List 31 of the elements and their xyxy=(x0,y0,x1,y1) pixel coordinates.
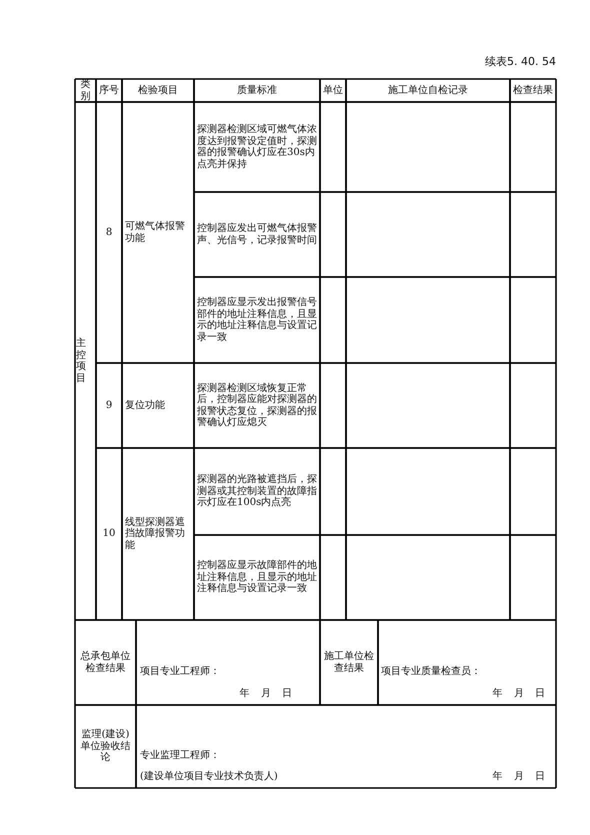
date-field: 年 月 日 xyxy=(492,688,545,700)
quality-standard: 探测器检测区域可燃气体浓度达到报警设定值时，探测器的报警确认灯应在30s内点亮并保持 xyxy=(197,124,317,170)
quality-standard: 探测器检测区域恢复正常后，控制器应能对探测器的报警状态复位，探测器的报警确认灯应熄灭 xyxy=(197,382,317,428)
section-label: 施工单位检查结果 xyxy=(323,651,375,674)
signature-field-label: 项目专业质量检查员： xyxy=(381,666,481,678)
column-header: 质量标准 xyxy=(237,84,277,96)
quality-standard: 控制器应发出可燃气体报警声、光信号，记录报警时间 xyxy=(197,223,317,246)
date-field: 年 月 日 xyxy=(492,771,545,783)
quality-standard: 探测器的光路被遮挡后，探测器或其控制装置的故障指示灯应在100s内点亮 xyxy=(197,474,317,509)
category-label: 主控项目 xyxy=(76,338,87,384)
date-field: 年 月 日 xyxy=(240,688,292,700)
row-number: 10 xyxy=(102,528,116,540)
column-header: 序号 xyxy=(99,84,119,96)
row-number: 9 xyxy=(106,400,112,412)
table-number: 续表5. 40. 54 xyxy=(485,55,556,68)
quality-standard: 控制器应显示发出报警信号部件的地址注释信息，且显示的地址注释信息与设置记录一致 xyxy=(197,297,317,343)
column-header: 检查结果 xyxy=(513,84,553,96)
inspection-item: 复位功能 xyxy=(125,400,165,412)
inspection-item: 可燃气体报警功能 xyxy=(125,221,186,244)
row-number: 8 xyxy=(106,226,112,238)
signature-field-label: 专业监理工程师： xyxy=(140,750,220,762)
quality-standard: 控制器应显示故障部件的地址注释信息，且显示的地址注释信息与设置记录一致 xyxy=(197,560,317,595)
column-header: 检验项目 xyxy=(138,84,178,96)
signature-field-label: 项目专业工程师： xyxy=(140,666,220,678)
column-header: 单位 xyxy=(323,84,343,96)
section-label: 总承包单位检查结果 xyxy=(80,651,132,674)
section-label: 监理(建设)单位验收结论 xyxy=(80,729,132,764)
signature-field-label: (建设单位项目专业技术负责人) xyxy=(140,771,278,783)
column-header: 类别 xyxy=(80,79,92,102)
inspection-item: 线型探测器遮挡故障报警功能 xyxy=(125,516,186,552)
column-header: 施工单位自检记录 xyxy=(388,84,468,96)
